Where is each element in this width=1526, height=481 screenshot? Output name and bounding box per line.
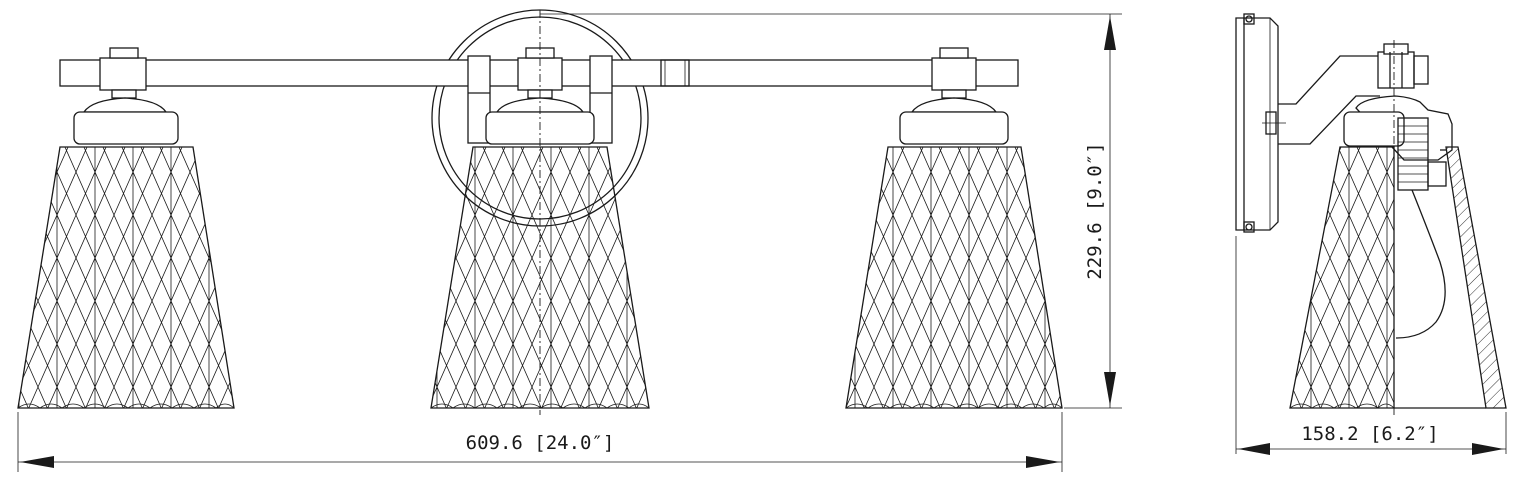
center-bracket-left	[467, 55, 491, 144]
socket-holder-right	[899, 47, 1009, 145]
height-label: 229.6 [9.0″]	[1084, 142, 1106, 279]
height-dimension: 229.6 [9.0″]	[540, 13, 1122, 409]
side-backplate	[1235, 17, 1279, 231]
bar-square-detail	[660, 59, 690, 87]
depth-label: 158.2 [6.2″]	[1301, 423, 1438, 445]
side-shade-facets	[1289, 146, 1395, 409]
center-bracket-right	[589, 55, 613, 144]
socket-threads	[1397, 117, 1447, 191]
side-arm	[1278, 55, 1380, 145]
front-view: 229.6 [9.0″] 609.6 [24.0″]	[17, 9, 1122, 472]
glass-shade-left	[17, 146, 235, 409]
depth-dimension: 158.2 [6.2″]	[1235, 236, 1507, 455]
socket-holder-left	[73, 47, 179, 145]
glass-shade-right	[845, 146, 1063, 409]
width-dimension: 609.6 [24.0″]	[17, 412, 1063, 472]
side-view: 158.2 [6.2″]	[1235, 13, 1507, 455]
width-label: 609.6 [24.0″]	[466, 432, 615, 454]
bulb-outline	[1395, 189, 1446, 339]
side-shade-section	[1445, 146, 1507, 409]
